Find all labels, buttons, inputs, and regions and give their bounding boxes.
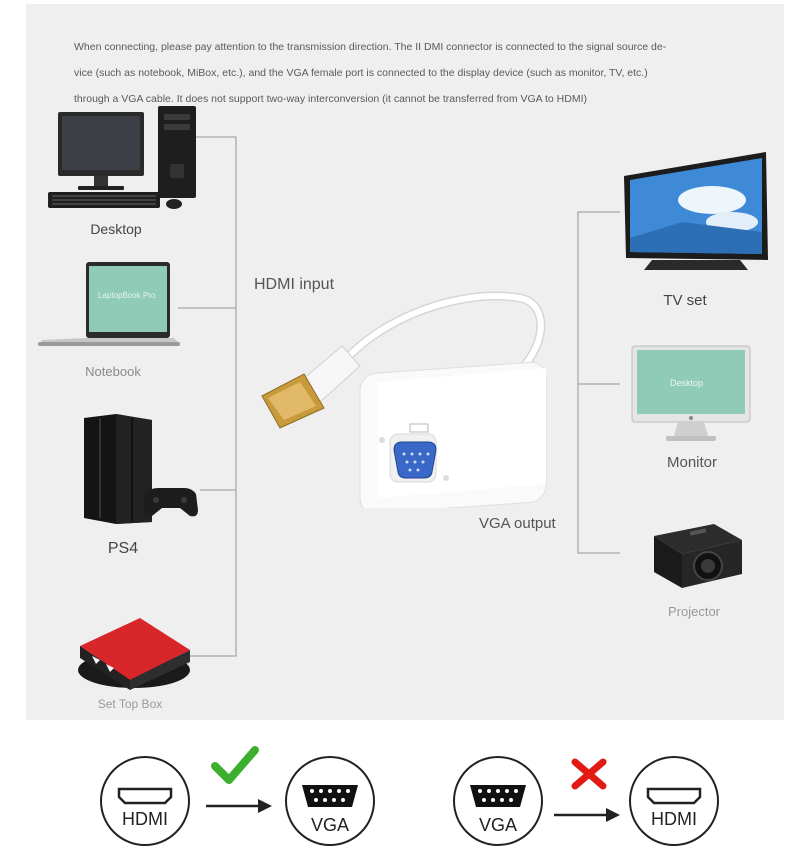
arrow-right-icon-1 xyxy=(206,799,272,813)
x-mark-icon xyxy=(571,758,607,790)
vga-badge-supported: VGA xyxy=(285,756,375,846)
tv-set-icon xyxy=(624,152,768,270)
hdmi-to-vga-adapter-icon xyxy=(261,291,547,508)
hdmi-badge-supported: HDMI xyxy=(100,756,190,846)
check-mark-icon xyxy=(211,746,259,784)
monitor-screen-text: Desktop xyxy=(670,378,703,388)
note-line-3: through a VGA cable. It does not support… xyxy=(74,93,587,105)
vga-port-icon-2 xyxy=(470,785,526,807)
notebook-screen-text: LaptopBook Pro xyxy=(98,291,156,300)
monitor-icon: Desktop xyxy=(631,345,751,441)
set-top-box-label: Set Top Box xyxy=(97,697,163,711)
vga-output-label: VGA output xyxy=(479,515,556,532)
tv-set-label: TV set xyxy=(663,292,707,309)
note-line-2: vice (such as notebook, MiBox, etc.), an… xyxy=(74,67,648,79)
projector-icon xyxy=(654,524,742,588)
ps4-label: PS4 xyxy=(107,540,139,557)
svg-text:VGA: VGA xyxy=(311,815,349,835)
notebook-label: Notebook xyxy=(85,364,141,379)
notebook-icon: LaptopBook Pro xyxy=(38,262,180,346)
set-top-box-icon xyxy=(78,618,190,690)
ps4-console-icon xyxy=(84,414,198,524)
svg-text:HDMI: HDMI xyxy=(122,809,168,829)
vga-port-icon xyxy=(302,785,358,807)
projector-label: Projector xyxy=(667,604,721,619)
svg-text:VGA: VGA xyxy=(479,815,517,835)
monitor-label: Monitor xyxy=(666,454,718,471)
desktop-label: Desktop xyxy=(90,221,142,237)
vga-badge-unsupported: VGA xyxy=(453,756,543,846)
svg-text:HDMI: HDMI xyxy=(651,809,697,829)
note-line-1: When connecting, please pay attention to… xyxy=(74,41,667,53)
hdmi-port-icon-2 xyxy=(646,787,702,805)
hdmi-badge-unsupported: HDMI xyxy=(629,756,719,846)
arrow-right-icon-2 xyxy=(554,808,620,822)
desktop-icon xyxy=(48,106,196,209)
hdmi-input-label: HDMI input xyxy=(254,276,335,293)
hdmi-port-icon xyxy=(117,787,173,805)
